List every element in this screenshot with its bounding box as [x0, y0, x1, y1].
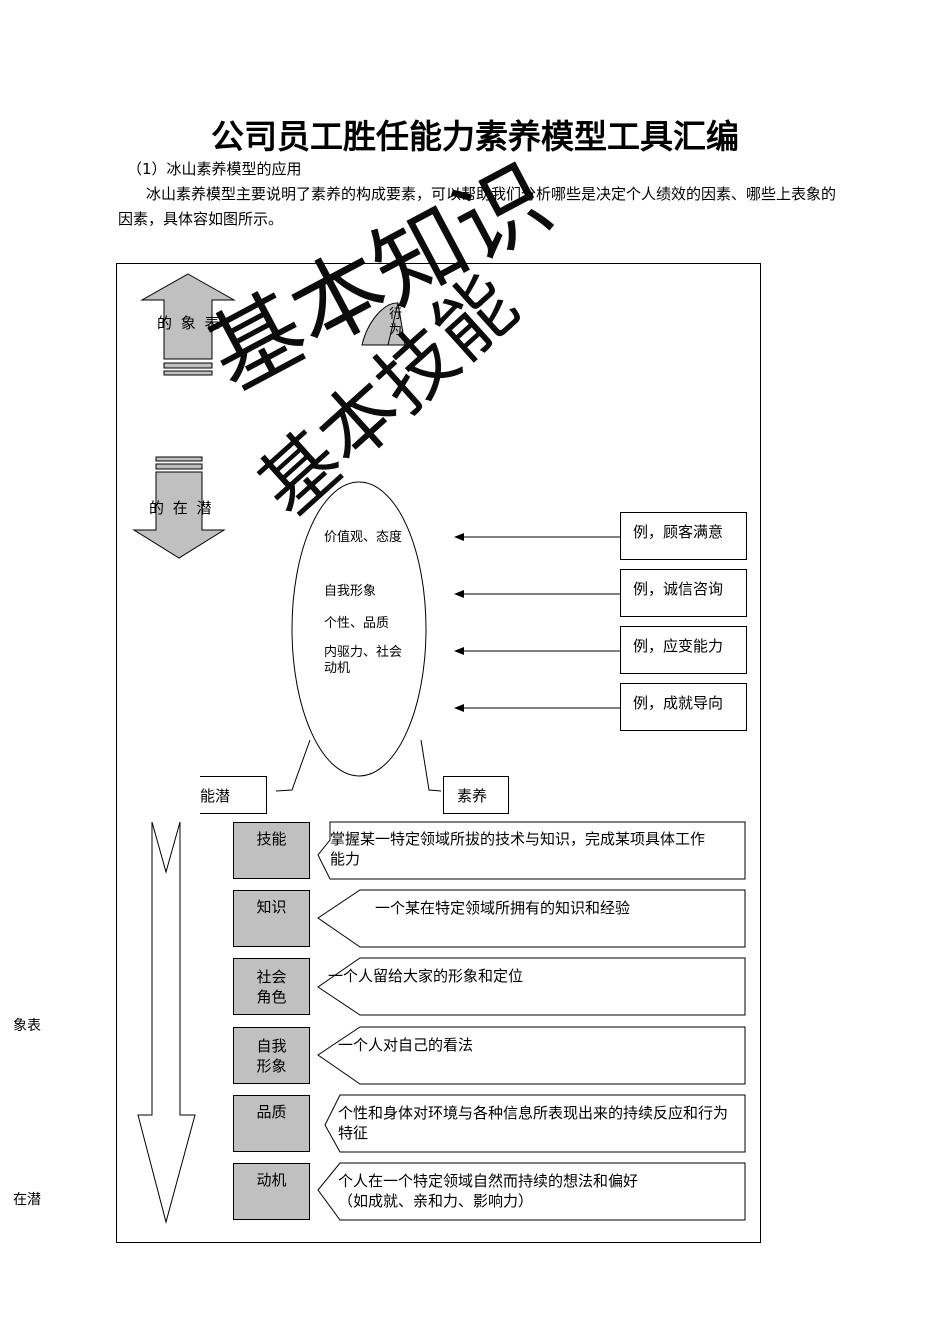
layer-box-trait: 品质	[233, 1095, 310, 1152]
oval-item: 个性、品质	[324, 616, 390, 631]
layer-desc: 个人在一个特定领域自然而持续的想法和偏好（如成就、亲和力、影响力）	[338, 1172, 639, 1210]
behavior-shape	[361, 302, 406, 346]
layer-desc: 一个人留给大家的形象和定位	[328, 967, 524, 985]
diagram-frame	[116, 263, 761, 1243]
oval-item: 价值观、态度	[324, 530, 403, 545]
layer-desc: 个性和身体对环境与各种信息所表现出来的持续反应和行为特征	[338, 1104, 729, 1142]
callout-shapes	[317, 821, 746, 1221]
down-arrow-icon	[132, 456, 226, 559]
behavior-label: 行为	[389, 307, 403, 338]
bottom-arrow-label: 的 在 潜	[149, 499, 214, 517]
oval-item: 自我形象	[324, 584, 377, 599]
layer-box-self-image: 自我形象	[233, 1027, 310, 1084]
up-arrow-icon	[140, 273, 236, 376]
layer-desc: 一个人对自己的看法	[338, 1036, 474, 1054]
top-arrow-label: 的 象 表	[157, 314, 222, 332]
layer-box-motive: 动机	[233, 1163, 310, 1220]
quality-box: 素养	[443, 776, 509, 814]
layer-box-social-role: 社会角色	[233, 958, 310, 1015]
layer-box-knowledge: 知识	[233, 890, 310, 947]
example-box: 例，顾客满意	[620, 512, 747, 560]
layer-desc: 掌握某一特定领域所拔的技术与知识，完成某项具体工作能力	[330, 830, 706, 868]
connector-line	[420, 739, 442, 792]
layer-box-skill: 技能	[233, 822, 310, 879]
intro-paragraph: 冰山素养模型主要说明了素养的构成要素，可以帮助我们分析哪些是决定个人绩效的因素、…	[118, 185, 837, 228]
example-box: 例，应变能力	[620, 626, 747, 674]
side-label-latent: 在潜	[13, 1192, 41, 1208]
layer-desc: 一个某在特定领域所拥有的知识和经验	[375, 899, 631, 917]
connector-line	[275, 739, 311, 792]
potential-box: 能潜	[200, 776, 267, 814]
page-title: 公司员工胜任能力素养模型工具汇编	[211, 117, 739, 156]
section-heading: （1）冰山素养模型的应用	[127, 160, 302, 178]
example-box: 例，成就导向	[620, 683, 747, 731]
oval-item: 内驱力、社会动机	[324, 645, 403, 676]
example-box: 例，诚信咨询	[620, 569, 747, 617]
core-oval	[291, 481, 427, 777]
side-label-surface: 象表	[13, 1018, 41, 1034]
long-down-arrow-icon	[137, 821, 196, 1224]
